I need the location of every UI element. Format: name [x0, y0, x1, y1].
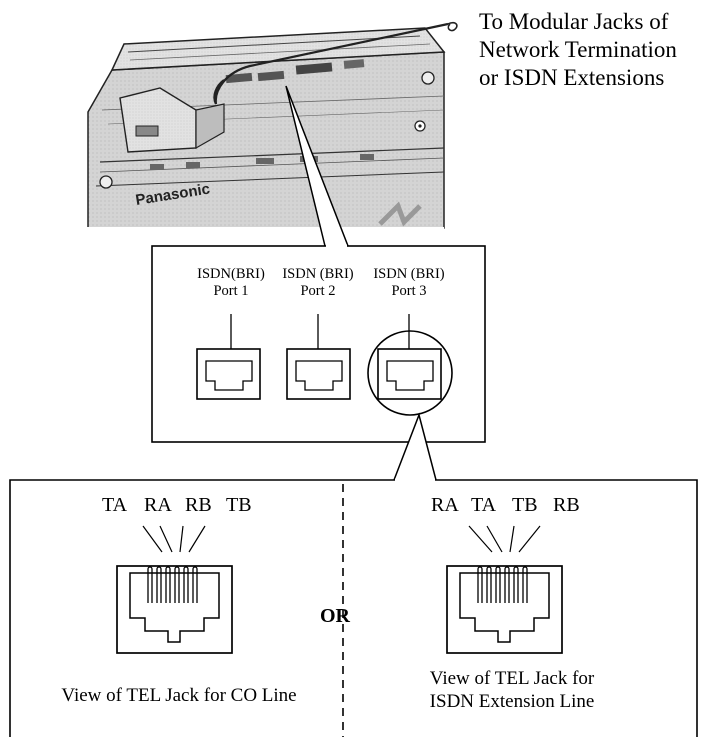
port-2-name: ISDN (BRI) — [282, 266, 354, 282]
port-2-jack — [286, 314, 351, 400]
isdn-extension-caption: View of TEL Jack for ISDN Extension Line — [392, 667, 632, 713]
co-pin-label-1: TA — [102, 494, 128, 516]
cable-destination-label: To Modular Jacks of Network Termination … — [479, 8, 677, 92]
co-pin-label-4: TB — [226, 494, 252, 516]
port-3-label: ISDN (BRI) Port 3 — [356, 266, 462, 300]
cable-destination-line-3: or ISDN Extensions — [479, 65, 665, 90]
port-2-label: ISDN (BRI) Port 2 — [265, 266, 371, 300]
co-line-jack-front-view — [116, 525, 233, 654]
co-pin-label-3: RB — [185, 494, 212, 516]
port-3-number: Port 3 — [391, 283, 427, 299]
port-3-name: ISDN (BRI) — [373, 266, 445, 282]
port-3-jack — [367, 314, 453, 416]
isdn-extension-caption-line-1: View of TEL Jack for — [429, 668, 595, 689]
co-line-caption: View of TEL Jack for CO Line — [61, 685, 297, 706]
isdn-pin-label-4: RB — [553, 494, 580, 516]
port-2-number: Port 2 — [300, 283, 336, 299]
isdn-extension-jack-front-view — [446, 525, 563, 654]
port-1-number: Port 1 — [213, 283, 249, 299]
or-label: OR — [320, 605, 350, 627]
port-1-jack — [196, 314, 261, 400]
port-1-name: ISDN(BRI) — [197, 266, 265, 282]
co-pin-label-2: RA — [144, 494, 172, 516]
pbx-unit-illustration — [84, 21, 458, 229]
isdn-pin-label-2: TA — [471, 494, 497, 516]
cable-destination-line-2: Network Termination — [479, 37, 677, 62]
isdn-extension-caption-line-2: ISDN Extension Line — [429, 691, 595, 712]
port-1-label: ISDN(BRI) Port 1 — [178, 266, 284, 300]
cable-destination-line-1: To Modular Jacks of — [479, 9, 669, 34]
isdn-pin-label-1: RA — [431, 494, 459, 516]
isdn-pin-label-3: TB — [512, 494, 538, 516]
